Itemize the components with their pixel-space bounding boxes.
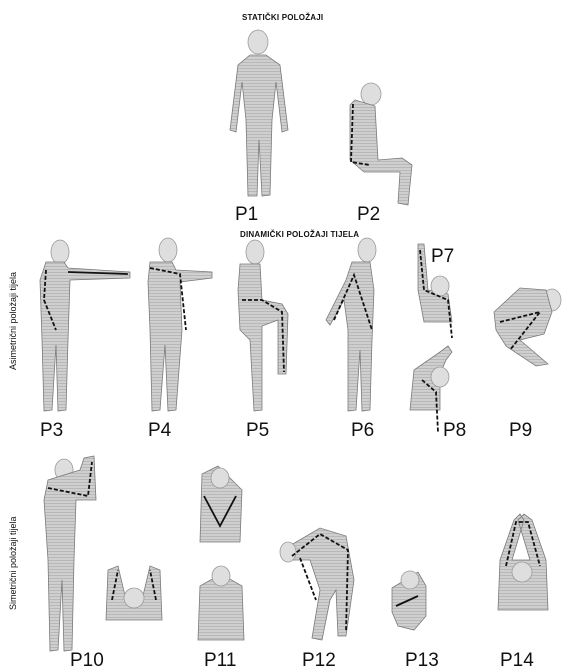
- label-p5: P5: [246, 420, 269, 442]
- label-p11: P11: [204, 650, 236, 672]
- figure-p2: [350, 83, 412, 205]
- label-p9: P9: [509, 420, 532, 442]
- figure-p13: [392, 571, 426, 630]
- label-p14: P14: [500, 650, 534, 672]
- label-p6: P6: [351, 420, 374, 442]
- figure-p6: [326, 238, 376, 411]
- label-p3: P3: [40, 420, 63, 442]
- figure-p5: [238, 240, 288, 411]
- figure-p11: [198, 466, 244, 640]
- figure-p12: [280, 528, 354, 640]
- label-p7: P7: [431, 246, 454, 268]
- label-p12: P12: [302, 650, 336, 672]
- label-p13: P13: [405, 650, 439, 672]
- label-p2: P2: [357, 204, 380, 226]
- figure-p9: [494, 288, 561, 366]
- label-p10: P10: [70, 650, 104, 672]
- figure-p14: [498, 514, 548, 610]
- figure-p4: [148, 238, 212, 411]
- label-p1: P1: [235, 204, 258, 226]
- label-p4: P4: [148, 420, 171, 442]
- figure-p1: [230, 30, 288, 196]
- figure-p10: [44, 456, 162, 651]
- figure-p3: [40, 240, 130, 411]
- label-p8: P8: [443, 420, 466, 442]
